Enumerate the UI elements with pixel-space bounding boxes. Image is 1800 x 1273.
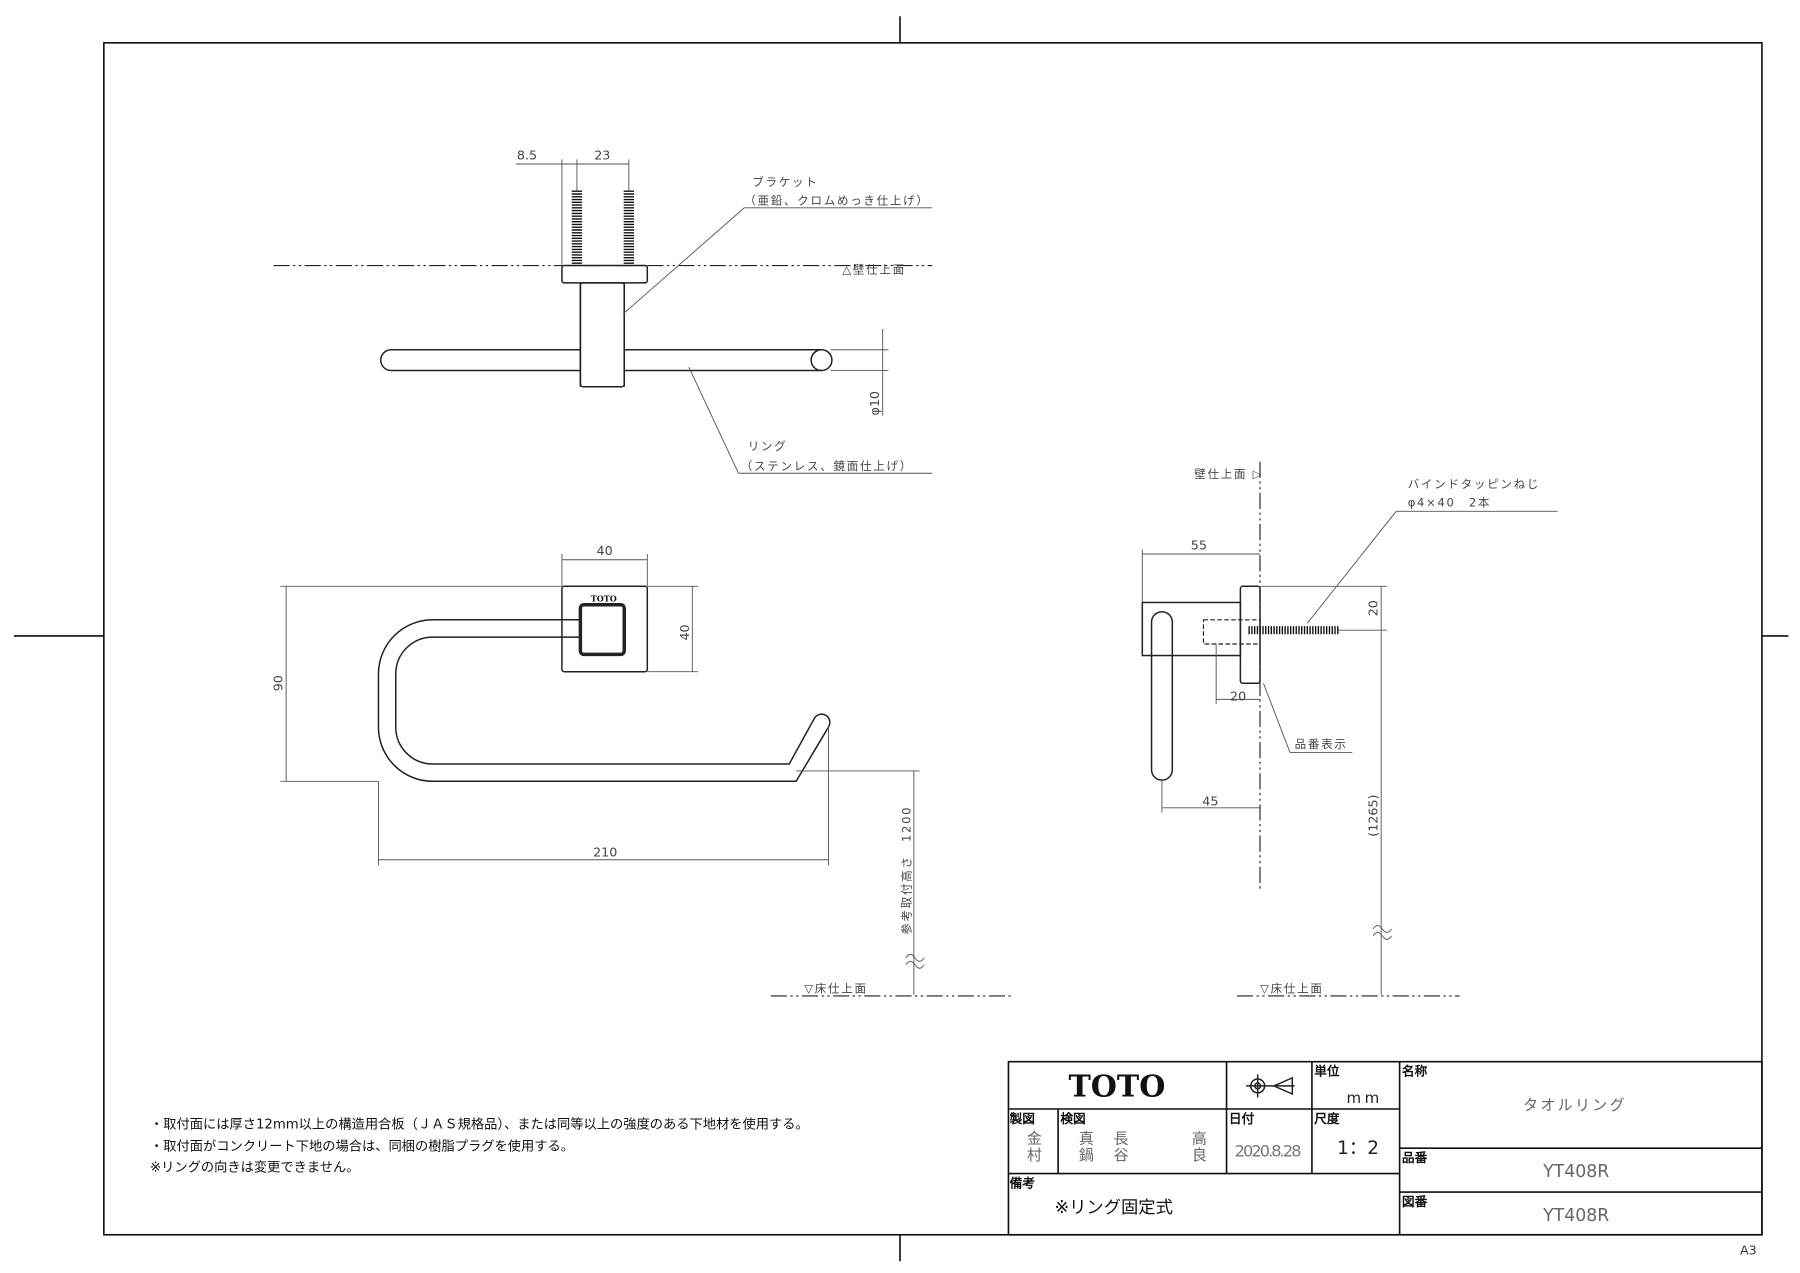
- mount-plate: [561, 585, 649, 673]
- screw-label: バインドタッピンねじ: [1408, 477, 1540, 491]
- plate-logo: TOTO: [591, 593, 617, 603]
- unit-value: mm: [1347, 1089, 1383, 1107]
- screw-spec: φ4×40 2本: [1408, 496, 1491, 510]
- dim-ring-diameter: φ10: [867, 391, 882, 416]
- bracket-plate: [1239, 585, 1261, 684]
- dim-top: 20: [1366, 600, 1381, 616]
- front-view: TOTO 40 40 90 210 参考取付高さ 1200 ▽床仕上面: [271, 543, 1012, 997]
- checker-2a: 長: [1113, 1130, 1128, 1148]
- dim-ring-depth: 45: [1202, 794, 1218, 809]
- side-view: 壁仕上面 ▷ 55 20 20 45 (1265) バインドタッピンねじ φ4×…: [1141, 461, 1558, 997]
- bracket-material: （亜鉛、クロムめっき仕上げ）: [744, 193, 929, 207]
- ring-section: [810, 349, 833, 372]
- unit-label: 単位: [1314, 1064, 1340, 1079]
- ring-label: リング: [748, 439, 788, 453]
- note-3: ※リングの向きは変更できません。: [150, 1158, 359, 1175]
- wall-surface-label: △壁仕上面: [842, 263, 906, 277]
- top-view: △壁仕上面 8.5 23 φ10 ブラケット （亜鉛、クロムめっき仕上げ） リン…: [273, 147, 933, 474]
- checked-label: 検図: [1060, 1111, 1085, 1126]
- notes: ・取付面には厚さ12mm以上の構造用合板（ＪＡＳ規格品）、または同等以上の強度の…: [150, 1116, 809, 1176]
- projection-symbol-icon: [1246, 1074, 1295, 1098]
- drawing-no-value: YT408R: [1542, 1206, 1609, 1226]
- scale-label: 尺度: [1314, 1111, 1340, 1126]
- drawn-by-2: 村: [1027, 1146, 1042, 1164]
- bracket-neck: [579, 282, 625, 388]
- remarks-value: ※リング固定式: [1055, 1198, 1173, 1218]
- drawn-by-1: 金: [1027, 1130, 1042, 1148]
- checker-2b: 谷: [1113, 1146, 1128, 1164]
- wall-surface-label-side: 壁仕上面 ▷: [1194, 467, 1263, 481]
- bracket-flange: [561, 264, 649, 284]
- drawing-no-label: 図番: [1402, 1194, 1428, 1209]
- company-logo: TOTO: [1068, 1069, 1165, 1104]
- bracket-arm: [1141, 601, 1242, 657]
- floor-label-side: ▽床仕上面: [1260, 981, 1324, 995]
- remarks-label: 備考: [1010, 1175, 1036, 1190]
- dim-height: 90: [271, 675, 286, 691]
- dim-width: 210: [593, 844, 617, 859]
- note-2: ・取付面がコンクリート下地の場合は、同梱の樹脂プラグを使用する。: [150, 1138, 574, 1155]
- dim-overall-height: (1265): [1366, 794, 1381, 836]
- ring-material: （ステンレス、鏡面仕上げ）: [741, 459, 913, 473]
- drawing-frame: [103, 42, 1763, 1236]
- ring-side: [1150, 610, 1174, 781]
- part-no-label: 品番: [1402, 1150, 1428, 1165]
- drawn-label: 製図: [1009, 1111, 1035, 1126]
- checker-1a: 真: [1079, 1130, 1094, 1148]
- scale-value: 1：2: [1337, 1138, 1379, 1159]
- part-no-value: YT408R: [1542, 1162, 1609, 1182]
- name-value: タオルリング: [1523, 1096, 1627, 1114]
- dim-depth: 55: [1191, 537, 1207, 552]
- date-label: 日付: [1229, 1111, 1255, 1126]
- checker-3b: 良: [1192, 1146, 1207, 1164]
- title-block: TOTO 単位 mm 名称 タオルリング 製図 金 村 検図 真 鍋 長 谷 高…: [1007, 1060, 1763, 1236]
- part-mark-label: 品番表示: [1295, 737, 1348, 751]
- dim-plate-height: 40: [677, 624, 692, 640]
- dim-plate-width: 40: [597, 543, 613, 558]
- dim-bracket: 20: [1230, 689, 1246, 704]
- dim-mount-height: 参考取付高さ 1200: [899, 806, 913, 935]
- name-label: 名称: [1402, 1064, 1428, 1079]
- sheet-size: A3: [1740, 1242, 1757, 1257]
- dim-pitch: 23: [594, 147, 610, 162]
- date-value: 2020.8.28: [1235, 1141, 1302, 1160]
- floor-label: ▽床仕上面: [804, 981, 868, 995]
- checker-3a: 高: [1192, 1130, 1207, 1148]
- towel-ring: [377, 619, 831, 783]
- dim-offset: 8.5: [517, 147, 537, 162]
- note-1: ・取付面には厚さ12mm以上の構造用合板（ＪＡＳ規格品）、または同等以上の強度の…: [150, 1116, 809, 1133]
- checker-1b: 鍋: [1079, 1146, 1094, 1164]
- ring-bar: [380, 349, 822, 372]
- bracket-label: ブラケット: [752, 175, 818, 189]
- center-marks: [13, 16, 1789, 1262]
